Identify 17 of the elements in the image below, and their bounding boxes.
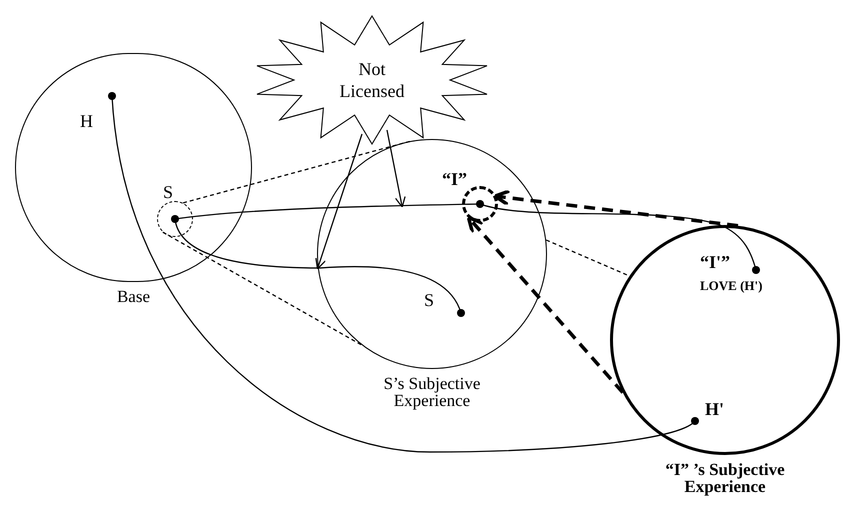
point-label: H [80, 112, 93, 130]
point-label: H' [705, 400, 724, 418]
region-label: S’s Subjective Experience [382, 375, 482, 409]
point-label: “I” [442, 170, 468, 188]
arrow [386, 130, 406, 208]
callout-text: Not Licensed [338, 58, 406, 102]
dashed-line [546, 239, 630, 277]
arrow [466, 216, 624, 394]
dashed-line [162, 232, 362, 346]
point-label: S [424, 291, 434, 309]
region-label: Base [116, 288, 152, 305]
point-label: S [163, 183, 174, 201]
point-label: “I'” [700, 253, 730, 271]
arrow [315, 134, 363, 270]
region-label: “I” ’s Subjective Experience [664, 461, 786, 495]
point-label: LOVE (H') [700, 279, 762, 292]
arrow [493, 189, 738, 228]
